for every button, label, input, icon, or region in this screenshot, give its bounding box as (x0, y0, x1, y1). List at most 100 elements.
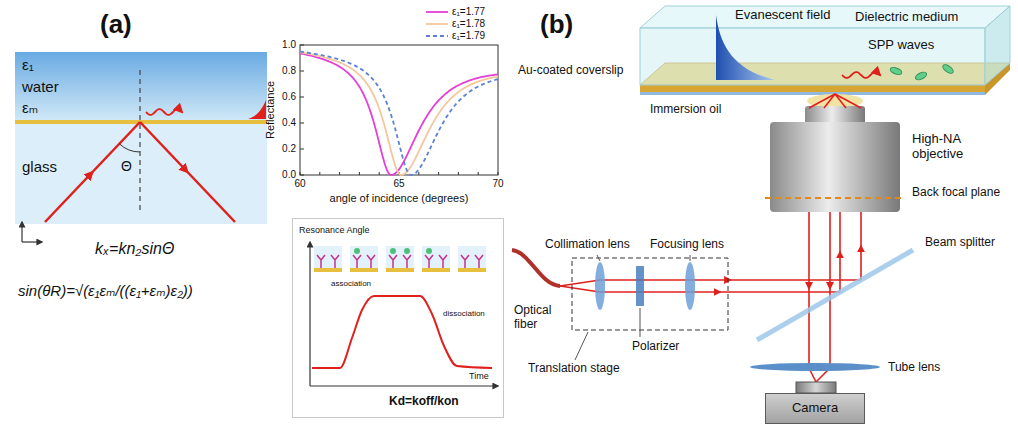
component-label: Polarizer (632, 340, 679, 354)
tick-mark (379, 172, 380, 175)
axis-icon (21, 222, 22, 242)
light-ray (860, 212, 862, 246)
leader-line (640, 308, 641, 337)
permittivity-label: εₘ (22, 99, 38, 116)
cartoon-water (350, 246, 378, 268)
tick-label: 0.2 (282, 143, 296, 155)
antibody-icon (353, 255, 361, 268)
glass-prism (15, 124, 267, 224)
tick-label: 0.0 (282, 169, 296, 181)
lens-group-box (572, 258, 728, 330)
virus-icon (404, 248, 410, 254)
sensor-surface (422, 268, 450, 272)
reflected-ray (188, 172, 236, 222)
angle-symbol: Θ (121, 158, 132, 174)
tick-mark (418, 172, 419, 175)
tube-lens (750, 363, 880, 371)
panel-letter: (b) (540, 10, 573, 40)
reflectance-curve (300, 53, 498, 175)
sensor-surface (458, 268, 486, 272)
collimation-lens (595, 262, 605, 310)
light-ray (808, 212, 810, 289)
light-ray (839, 252, 841, 292)
leader-line (575, 332, 588, 360)
light-ray (731, 279, 862, 281)
focusing-lens (685, 262, 695, 310)
tick-label: 0.4 (282, 117, 296, 129)
tick-mark (478, 172, 479, 175)
virus-particle (941, 63, 954, 75)
legend-text: ε₁=1.79 (452, 30, 485, 42)
axis-title: Resonance Angle (299, 225, 370, 235)
legend-sample (425, 32, 449, 40)
component-name: Camera (792, 401, 838, 416)
angle-arc (119, 144, 140, 152)
component-label: Immersion oil (650, 103, 721, 117)
antibody-icon (403, 255, 411, 268)
tick-mark (300, 175, 304, 176)
objective-tip (805, 106, 865, 124)
light-ray (829, 212, 831, 289)
component-label: Dielectric medium (855, 10, 958, 25)
camera-lens (796, 382, 836, 393)
tick-mark (300, 97, 304, 98)
phase-label: association (331, 279, 371, 288)
cartoon-water (458, 246, 486, 268)
virus-icon (426, 248, 432, 254)
light-ray (560, 280, 600, 286)
legend-line (426, 23, 448, 25)
legend-text: ε₁=1.77 (452, 6, 485, 18)
light-ray (600, 279, 731, 281)
component-label: Beam splitter (925, 236, 995, 250)
camera-body: Camera (765, 393, 865, 424)
light-ray (808, 289, 810, 366)
phase-label: dissociation (443, 309, 485, 318)
tick-mark (359, 172, 360, 175)
antibody-icon (317, 255, 325, 268)
light-ray (720, 291, 840, 293)
antibody-icon (367, 255, 375, 268)
kinetics-inset: Resonance Angle association dissociationTi… (292, 218, 504, 418)
component-label: Tube lens (888, 361, 940, 375)
antibody-icon (461, 255, 469, 268)
sensor-surface (314, 268, 342, 272)
axis-title: angle of incidence (degrees) (330, 192, 469, 205)
component-label: Focusing lens (650, 238, 724, 252)
back-focal-plane (765, 197, 905, 199)
antibody-icon (439, 255, 447, 268)
medium-front (640, 28, 985, 85)
component-label: SPP waves (868, 38, 934, 53)
tick-mark (319, 172, 320, 175)
virus-icon (390, 248, 396, 254)
optical-fiber (512, 250, 560, 286)
legend-line (426, 35, 448, 37)
axis-icon (22, 241, 42, 242)
axis-title: Reflectance (264, 81, 277, 139)
cartoon-water (314, 246, 342, 268)
antibody-icon (331, 255, 339, 268)
polarizer-plate (636, 266, 644, 306)
tick-mark (438, 172, 439, 175)
surface-normal (139, 70, 140, 210)
legend-sample (425, 8, 449, 16)
coverslip-edge (640, 85, 985, 92)
equation: sin(θR)=√(ε₁εₘ/((ε₁+εₘ)ε₂)) (18, 282, 193, 299)
axis-title: Time (469, 371, 489, 381)
evanescent-field (716, 15, 775, 80)
light-ray (560, 286, 600, 292)
medium-side (985, 6, 1010, 85)
component-label: Translation stage (528, 362, 620, 376)
tick-label: 70 (492, 178, 503, 190)
immersion-oil (807, 94, 863, 108)
equation: Kd=koff/kon (389, 395, 459, 409)
tick-label: 60 (294, 178, 305, 190)
tick-mark (300, 149, 304, 150)
light-ray (835, 94, 861, 108)
medium-top (640, 6, 1010, 28)
light-ray (824, 94, 835, 108)
light-ray (600, 291, 720, 293)
incident-ray (93, 122, 141, 172)
component-label: Collimation lens (545, 238, 630, 252)
